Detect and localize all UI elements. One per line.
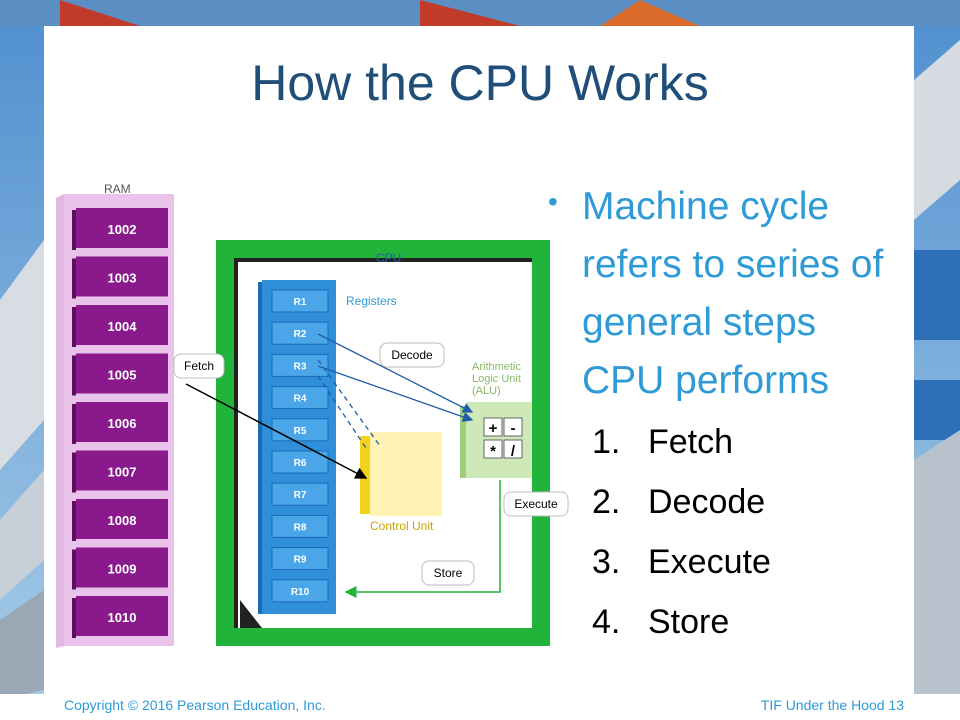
ram-cell-label: 1008 [108, 513, 137, 528]
register-cell [271, 547, 329, 571]
register-cell-label: R9 [294, 555, 307, 566]
register-cell [271, 418, 329, 442]
register-cell-label: R3 [294, 361, 307, 372]
ram-cell-label: 1004 [108, 319, 138, 334]
callout-store-text: Store [434, 566, 463, 580]
ram-cell [76, 208, 168, 248]
ram-cell-label: 1002 [108, 222, 137, 237]
footer-slide-ref: TIF Under the Hood 13 [760, 697, 904, 713]
ram-cell [76, 256, 168, 297]
register-cell-label: R7 [294, 490, 307, 501]
ram-cell-label: 1006 [108, 416, 137, 431]
step-label: Store [648, 602, 730, 641]
callout-decode [379, 342, 445, 368]
step-label: Fetch [648, 422, 734, 461]
callout-store [421, 560, 475, 586]
callout-fetch [173, 353, 225, 379]
callout-execute-text: Execute [514, 497, 558, 511]
ram-cell [76, 596, 168, 636]
register-cell-label: R4 [294, 394, 307, 405]
ram-cell [76, 499, 168, 539]
ram-cell [76, 353, 168, 394]
callout-decode-text: Decode [391, 348, 433, 362]
register-cell-label: R5 [294, 426, 307, 437]
ram-cell [76, 402, 168, 442]
footer-copyright: Copyright © 2016 Pearson Education, Inc. [64, 697, 326, 713]
register-cell [271, 482, 329, 506]
callout-execute [503, 491, 569, 517]
step-label: Decode [648, 482, 766, 521]
control-unit [370, 432, 442, 516]
ram-cell [76, 450, 168, 491]
fetch-arrow [185, 383, 368, 479]
ram-cell-label: 1010 [108, 610, 137, 625]
ram-cell-label: 1005 [108, 368, 137, 383]
step-item: 1.Fetch [592, 422, 734, 461]
step-item: 3.Execute [592, 542, 771, 581]
ram-label: RAM [104, 182, 131, 196]
cpu-label: CPU [376, 251, 401, 265]
control-unit-label: Control Unit [370, 519, 434, 533]
decode-arrow-r2 [317, 333, 474, 413]
slide-title: How the CPU Works [251, 55, 709, 111]
alu-label-line1: Arithmetic [472, 361, 521, 373]
ram-cell-label: 1007 [108, 465, 137, 480]
register-cell-label: R2 [294, 329, 307, 340]
alu-label-line2: Logic Unit [472, 373, 521, 385]
register-cell [271, 289, 329, 313]
ram-cell-label: 1003 [108, 271, 137, 286]
alu-op-minus: - [511, 420, 516, 437]
decode-arrow-r3 [317, 365, 474, 422]
register-cell-label: R1 [294, 297, 307, 308]
step-label: Execute [648, 542, 771, 581]
alu-op-multiply: * [490, 443, 496, 460]
callout-fetch-text: Fetch [184, 359, 214, 373]
register-cell [271, 321, 329, 345]
register-cell-label: R8 [294, 522, 307, 533]
register-cell [271, 386, 329, 410]
ram-cell-label: 1009 [108, 562, 137, 577]
register-cell [271, 450, 329, 474]
alu-op-plus: + [489, 420, 498, 437]
alu-label-line3: (ALU) [472, 385, 501, 397]
dashed-link-2 [317, 375, 367, 449]
register-cell [271, 514, 329, 538]
bullet-dot-icon: • [548, 186, 558, 217]
step-item: 4.Store [592, 602, 730, 641]
step-item: 2.Decode [592, 482, 766, 521]
ram-cell [76, 305, 168, 345]
register-cell-label: R6 [294, 458, 307, 469]
bullet-text: Machine cycle refers to series of genera… [582, 185, 884, 402]
register-cell [271, 353, 329, 377]
ram-cell [76, 547, 168, 588]
machine-cycle-steps: 1.Fetch 2.Decode 3.Execute 4.Store [592, 412, 771, 652]
alu-op-divide: / [511, 443, 516, 460]
registers-label: Registers [346, 294, 397, 308]
register-cell [271, 579, 329, 603]
register-cell-label: R10 [291, 587, 310, 598]
store-arrow [344, 480, 501, 598]
